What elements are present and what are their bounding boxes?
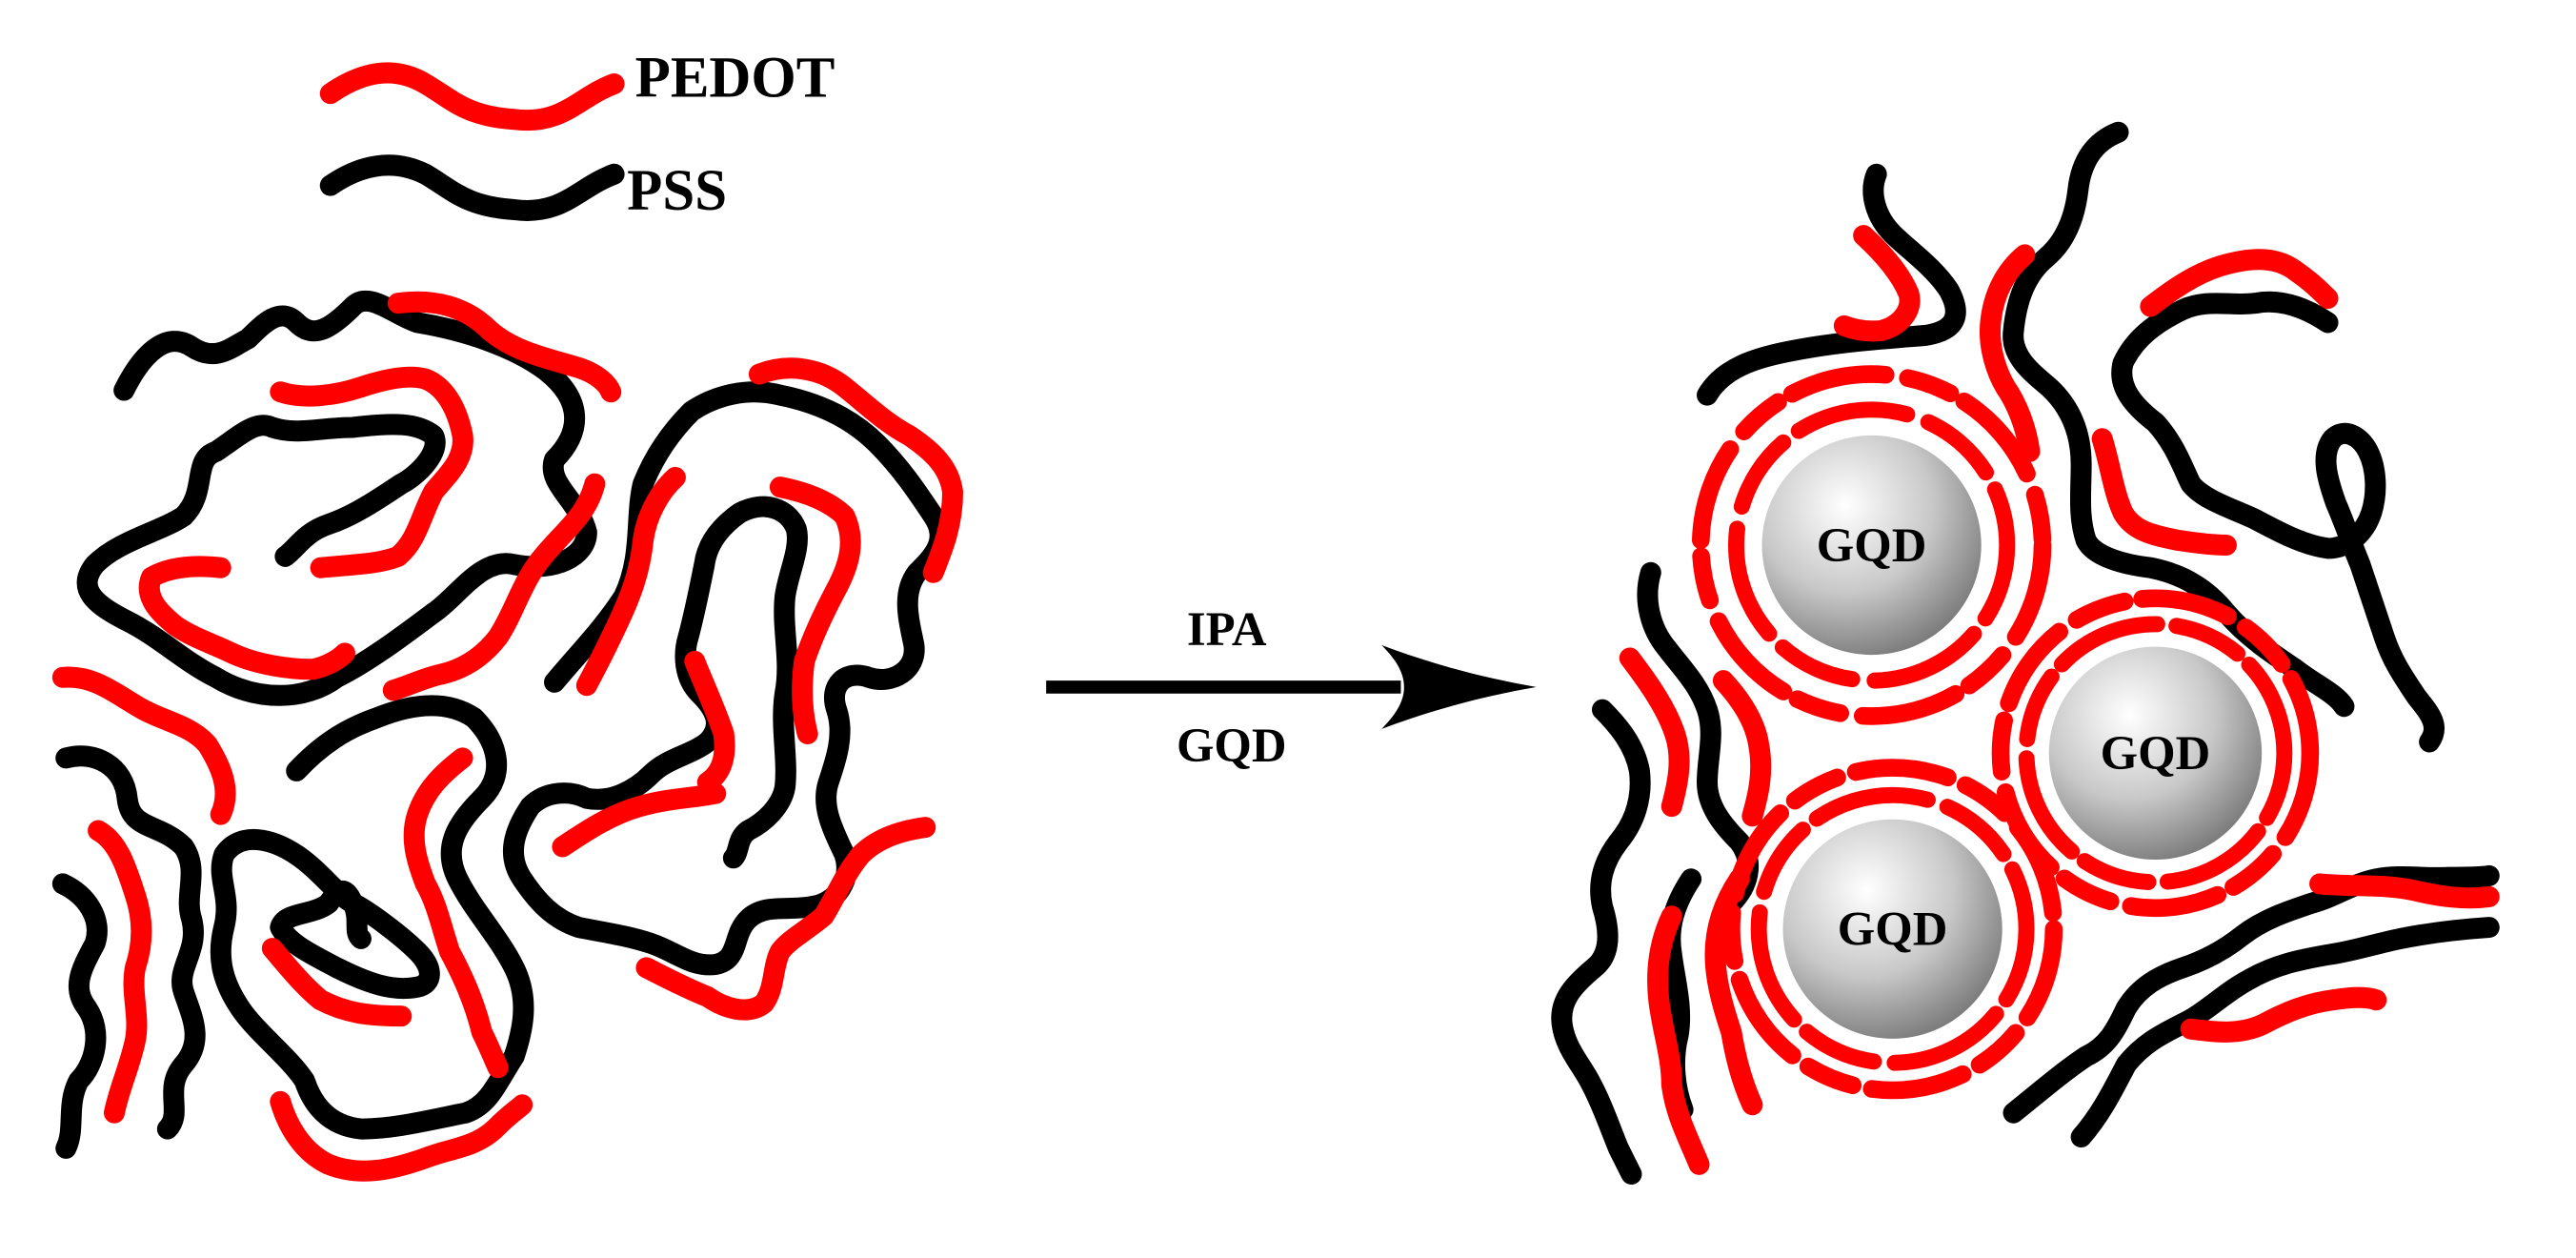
legend-pedot-label: PEDOT: [635, 47, 835, 111]
gqd-sphere: [1761, 435, 1982, 656]
pedot-chain: [1704, 868, 1763, 1116]
pss-chain: [2002, 864, 2500, 1124]
pedot-chain: [387, 291, 622, 403]
pedot-chain: [88, 820, 152, 1124]
arrow-bottom-label: GQD: [1177, 719, 1287, 772]
pedot-chain: [635, 817, 936, 1021]
gqd-label: GQD: [1838, 903, 1948, 956]
right-gqd-cluster: [1551, 121, 2500, 1185]
legend-pss-label: PSS: [627, 159, 727, 223]
pedot-chain: [51, 666, 236, 825]
gqd-label: GQD: [2101, 726, 2211, 780]
pedot-chain: [769, 477, 861, 744]
pedot-chain: [684, 650, 735, 793]
reaction-arrow: IPA GQD: [1046, 602, 1537, 772]
legend-pedot-line: [319, 62, 625, 132]
gqd-particle-3: GQD: [1722, 759, 2063, 1100]
pedot-chain: [1712, 670, 1772, 827]
pedot-chain: [552, 782, 727, 858]
pss-chain: [51, 873, 108, 1159]
pss-chain: [1697, 163, 1966, 406]
pss-chain: [1551, 699, 1651, 1185]
pedot-chain: [2140, 249, 2339, 317]
pedot-chain: [270, 1090, 533, 1182]
gqd-label: GQD: [1817, 518, 1927, 572]
pss-chain: [210, 695, 534, 1140]
pedot-chain: [403, 747, 509, 1079]
pedot-chain: [748, 357, 963, 583]
pedot-chain: [2309, 873, 2500, 909]
pedot-chain: [1619, 647, 1690, 818]
pss-chain: [76, 290, 597, 706]
pedot-chain: [2091, 428, 2237, 556]
pedot-chain: [1833, 225, 1921, 342]
left-entangled-cluster: [51, 290, 963, 1182]
pedot-chain: [138, 556, 355, 680]
pss-chain: [55, 745, 206, 1140]
pss-chain: [2070, 917, 2500, 1148]
pss-chain: [502, 381, 951, 976]
pedot-chain: [1980, 244, 2041, 462]
pedot-chain: [261, 938, 413, 1027]
gqd-particle-2: GQD: [1991, 589, 2320, 918]
pss-chain: [1637, 561, 1759, 914]
gqd-sphere: [1782, 819, 2002, 1039]
legend-pss-line: [319, 154, 625, 221]
pedot-chain: [2180, 986, 2387, 1043]
pedot-chain: [1647, 905, 1710, 1175]
arrow-head: [1381, 644, 1537, 729]
pedot-chain: [575, 466, 686, 697]
gqd-sphere: [2048, 646, 2263, 860]
arrow-top-label: IPA: [1187, 602, 1267, 656]
pss-chain: [2111, 291, 2445, 753]
legend: PEDOT PSS: [319, 47, 835, 223]
gqd-particle-1: GQD: [1691, 365, 2052, 725]
pedot-chain: [270, 366, 473, 578]
pedot-chain: [382, 473, 606, 701]
